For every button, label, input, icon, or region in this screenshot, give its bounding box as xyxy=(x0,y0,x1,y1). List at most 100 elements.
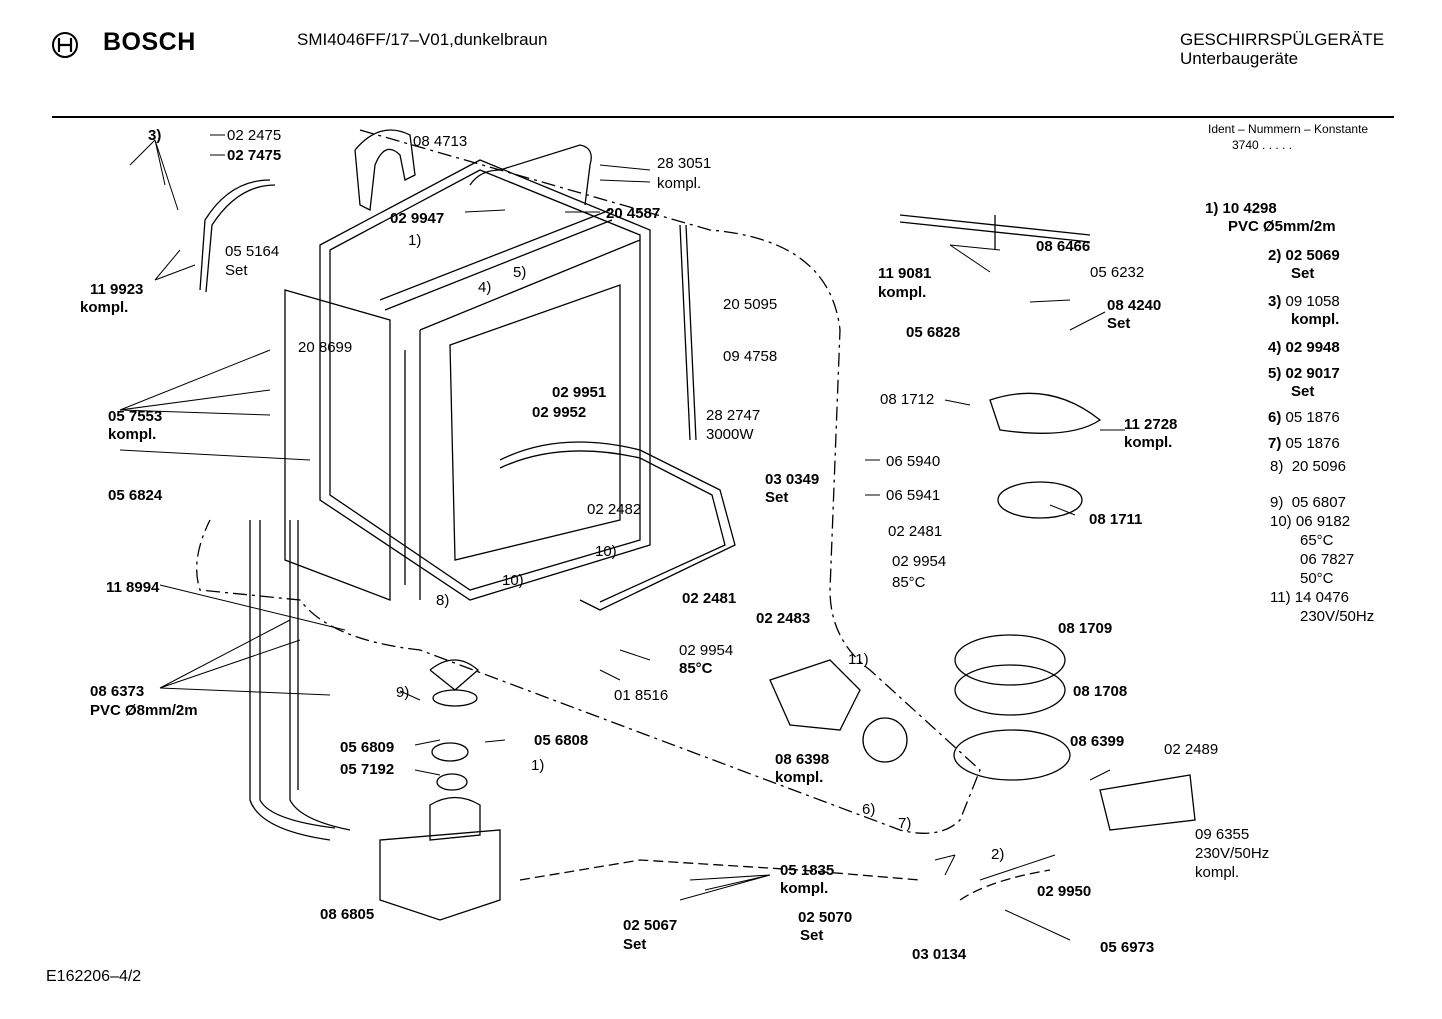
part-029950: 02 9950 xyxy=(1037,883,1092,900)
legend-item-9: 9) 05 6807 xyxy=(1270,494,1346,511)
category-line1: GESCHIRRSPÜLGERÄTE xyxy=(1180,30,1385,49)
part-029952: 02 9952 xyxy=(532,404,587,421)
spray-arm-top xyxy=(899,214,1091,250)
part-022481-a: 02 2481 xyxy=(682,590,737,607)
part-081708: 08 1708 xyxy=(1073,683,1128,700)
part-283051-kompl: kompl. xyxy=(657,175,702,192)
part-086373: 08 6373 xyxy=(90,683,145,700)
callout-5: 5) xyxy=(513,264,527,281)
part-029954-b: 02 9954 xyxy=(892,553,947,570)
legend-item-6: 6) 05 1876 xyxy=(1268,409,1340,426)
part-086373-pvc: PVC Ø8mm/2m xyxy=(90,702,198,719)
part-056808: 05 6808 xyxy=(534,732,589,749)
legend-item-1-sub: PVC Ø5mm/2m xyxy=(1228,218,1336,235)
legend-item-10-temp2: 50°C xyxy=(1300,570,1334,587)
part-025070: 02 5070 xyxy=(798,909,853,926)
brand-name: BOSCH xyxy=(103,28,196,56)
part-096355: 09 6355 xyxy=(1195,826,1250,843)
part-118994: 11 8994 xyxy=(106,579,160,596)
part-086398: 08 6398 xyxy=(775,751,830,768)
bosch-armature-icon xyxy=(52,32,78,58)
callout-3: 3) xyxy=(148,127,162,144)
filter-ring xyxy=(954,634,1066,686)
part-086805: 08 6805 xyxy=(320,906,375,923)
legend-item-10-alt: 06 7827 xyxy=(1300,551,1355,568)
part-084713: 08 4713 xyxy=(413,133,468,150)
ident-value: 3740 . . . . . xyxy=(1232,138,1293,152)
part-030349-set: Set xyxy=(765,489,789,506)
part-051835: 05 1835 xyxy=(780,862,835,879)
tub-body xyxy=(319,159,651,601)
part-096355-kompl: kompl. xyxy=(1195,864,1240,881)
category-line2: Unterbaugeräte xyxy=(1180,49,1299,68)
part-282747-power: 3000W xyxy=(706,426,754,443)
part-065941: 06 5941 xyxy=(886,487,941,504)
callout-10a: 10) xyxy=(595,543,617,560)
part-022475: 02 2475 xyxy=(227,127,282,144)
part-065940: 06 5940 xyxy=(886,453,941,470)
heater-element xyxy=(499,441,736,611)
part-030134: 03 0134 xyxy=(912,946,967,963)
part-119923-kompl: kompl. xyxy=(80,299,129,316)
part-030349: 03 0349 xyxy=(765,471,820,488)
part-096355-voltage: 230V/50Hz xyxy=(1195,845,1270,862)
part-081712: 08 1712 xyxy=(880,391,935,408)
part-051835-kompl: kompl. xyxy=(780,880,829,897)
legend-item-10: 10) 06 9182 xyxy=(1270,513,1351,530)
part-112728-kompl: kompl. xyxy=(1124,434,1173,451)
model-title: SMI4046FF/17–V01,dunkelbraun xyxy=(297,30,548,49)
part-025067-set: Set xyxy=(623,936,647,953)
legend-item-5: 5) 02 9017 xyxy=(1268,365,1340,382)
part-057192: 05 7192 xyxy=(340,761,395,778)
inlet-valve xyxy=(1099,774,1196,831)
part-086466: 08 6466 xyxy=(1036,238,1091,255)
part-119923: 11 9923 xyxy=(90,281,144,298)
part-057553: 05 7553 xyxy=(108,408,163,425)
callout-6: 6) xyxy=(862,801,876,818)
callout-1b: 1) xyxy=(531,757,545,774)
legend-item-8: 8) 20 5096 xyxy=(1270,458,1346,475)
part-022483: 02 2483 xyxy=(756,610,811,627)
legend-item-2-sub: Set xyxy=(1291,265,1315,282)
brand-logo xyxy=(50,30,80,60)
legend-item-3-sub: kompl. xyxy=(1291,311,1340,328)
circulation-motor xyxy=(769,659,861,731)
sump-pump xyxy=(379,796,501,921)
legend-item-10-temp1: 65°C xyxy=(1300,532,1334,549)
part-018516: 01 8516 xyxy=(614,687,669,704)
part-204587: 20 4587 xyxy=(606,205,661,222)
callout-7: 7) xyxy=(898,815,912,832)
part-119081-kompl: kompl. xyxy=(878,284,927,301)
part-283051: 28 3051 xyxy=(657,155,712,172)
document-code: E162206–4/2 xyxy=(46,968,142,985)
part-084240-set: Set xyxy=(1107,315,1131,332)
part-025070-set: Set xyxy=(800,927,824,944)
part-112728: 11 2728 xyxy=(1124,416,1178,433)
part-022481-b: 02 2481 xyxy=(888,523,943,540)
part-094758: 09 4758 xyxy=(723,348,778,365)
callout-4: 4) xyxy=(478,279,492,296)
part-056973: 05 6973 xyxy=(1100,939,1155,956)
part-029951: 02 9951 xyxy=(552,384,607,401)
callout-9: 9) xyxy=(396,684,410,701)
part-119081: 11 9081 xyxy=(878,265,932,282)
legend-item-4: 4) 02 9948 xyxy=(1268,339,1340,356)
part-029954-b-temp: 85°C xyxy=(892,574,926,591)
legend-item-1: 1) 10 4298 xyxy=(1205,200,1277,217)
part-022489: 02 2489 xyxy=(1164,741,1219,758)
part-025067: 02 5067 xyxy=(623,917,678,934)
tub-outline-dashed xyxy=(196,129,981,834)
part-086398-kompl: kompl. xyxy=(775,769,824,786)
legend-item-11-sub: 230V/50Hz xyxy=(1300,608,1375,625)
ident-title: Ident – Nummern – Konstante xyxy=(1208,122,1369,136)
legend-item-3: 3) 09 1058 xyxy=(1268,293,1340,310)
legend-item-5-sub: Set xyxy=(1291,383,1315,400)
part-056809: 05 6809 xyxy=(340,739,395,756)
part-084240: 08 4240 xyxy=(1107,297,1162,314)
legend-item-11: 11) 14 0476 xyxy=(1270,589,1349,606)
part-055164: 05 5164 xyxy=(225,243,280,260)
part-086399: 08 6399 xyxy=(1070,733,1125,750)
legend-num: 1) xyxy=(1205,200,1219,217)
callout-8: 8) xyxy=(436,592,450,609)
